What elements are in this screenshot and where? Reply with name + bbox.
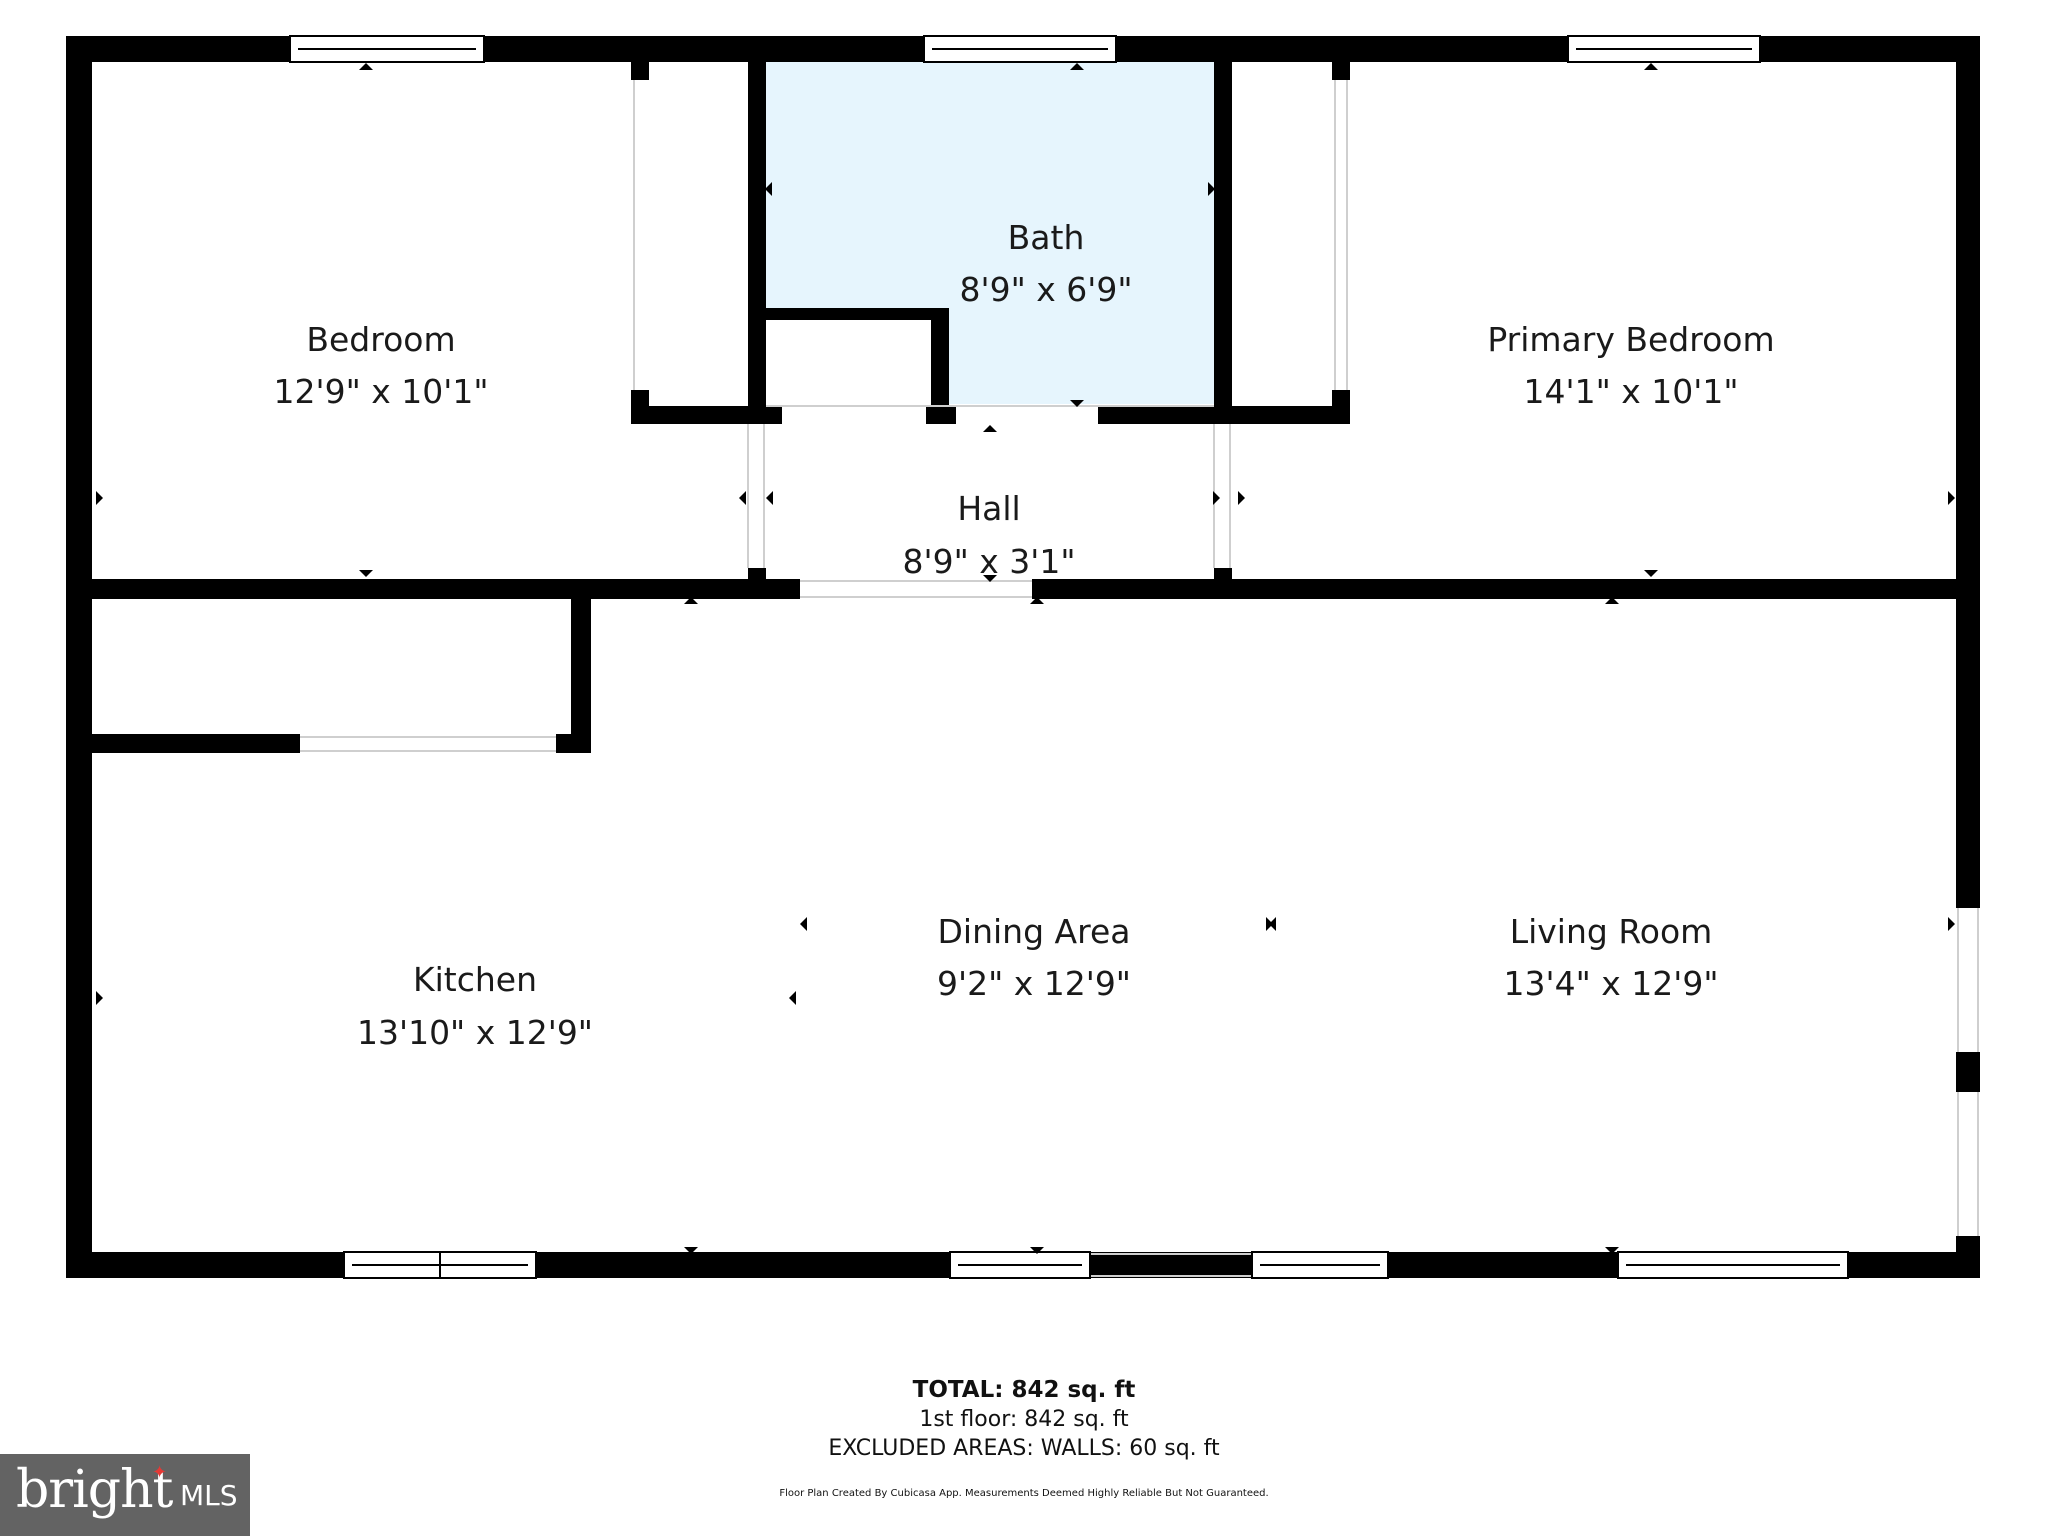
marker bbox=[1948, 491, 1955, 505]
outer-wall-left bbox=[66, 36, 92, 1278]
room-name-hall: Hall bbox=[957, 489, 1021, 528]
marker bbox=[1948, 917, 1955, 931]
marker bbox=[1644, 570, 1658, 577]
dimension-markers bbox=[96, 63, 1955, 1254]
mid-wall-left bbox=[66, 579, 800, 599]
room-name-living-room: Living Room bbox=[1509, 912, 1713, 951]
window-kitchen-bottom bbox=[343, 1251, 537, 1279]
room-dim-bath: 8'9" x 6'9" bbox=[959, 270, 1133, 309]
room-name-bath: Bath bbox=[1007, 218, 1085, 257]
room-name-primary-bedroom: Primary Bedroom bbox=[1487, 320, 1775, 359]
marker bbox=[1644, 63, 1658, 70]
bedroom-closet-post-top bbox=[631, 58, 649, 80]
pantry-wall-bottom-right bbox=[556, 734, 591, 753]
outer-wall-right-mid bbox=[1956, 1052, 1980, 1092]
bath-wall-left bbox=[748, 58, 766, 424]
marker bbox=[1030, 1247, 1044, 1254]
hall-post-left bbox=[748, 568, 766, 599]
excluded-area: EXCLUDED AREAS: WALLS: 60 sq. ft bbox=[828, 1436, 1220, 1461]
marker bbox=[1030, 597, 1044, 604]
bath-bottom-left bbox=[748, 406, 782, 424]
window-dining-bottom bbox=[949, 1251, 1091, 1279]
window-primary-top bbox=[1567, 35, 1761, 63]
marker bbox=[983, 425, 997, 432]
bath-closet-top bbox=[766, 308, 949, 320]
room-dim-kitchen: 13'10" x 12'9" bbox=[357, 1013, 593, 1052]
bath-closet-right bbox=[931, 308, 949, 424]
logo-suffix: MLS bbox=[180, 1479, 238, 1512]
pantry-wall-bottom-left bbox=[66, 734, 300, 753]
marker bbox=[684, 1247, 698, 1254]
marker bbox=[789, 991, 796, 1005]
total-area: TOTAL: 842 sq. ft bbox=[912, 1377, 1136, 1403]
marker bbox=[765, 182, 772, 196]
marker bbox=[684, 597, 698, 604]
room-dim-living-room: 13'4" x 12'9" bbox=[1503, 964, 1719, 1003]
marker bbox=[766, 491, 773, 505]
marker bbox=[359, 570, 373, 577]
marker bbox=[739, 491, 746, 505]
floor-area: 1st floor: 842 sq. ft bbox=[919, 1407, 1129, 1432]
marker bbox=[983, 575, 997, 582]
pantry-wall-right bbox=[571, 599, 591, 753]
marker bbox=[1070, 63, 1084, 70]
disclaimer-note: Floor Plan Created By Cubicasa App. Meas… bbox=[779, 1488, 1269, 1499]
primary-closet-wall bbox=[1214, 406, 1350, 424]
bath-closet-cutout bbox=[766, 318, 931, 404]
hall-post-right bbox=[1214, 568, 1232, 599]
outer-wall-right-lower bbox=[1956, 1236, 1980, 1278]
room-dim-hall: 8'9" x 3'1" bbox=[902, 542, 1076, 581]
bedroom-closet-wall bbox=[631, 406, 781, 424]
marker bbox=[800, 917, 807, 931]
bright-mls-logo: bright ✦ MLS bbox=[0, 1454, 250, 1536]
room-dim-dining-area: 9'2" x 12'9" bbox=[937, 964, 1131, 1003]
marker bbox=[359, 63, 373, 70]
marker bbox=[96, 491, 103, 505]
window-living-bottom-2 bbox=[1617, 1251, 1849, 1279]
marker bbox=[1269, 917, 1276, 931]
marker bbox=[1605, 597, 1619, 604]
primary-closet-post-bottom bbox=[1332, 390, 1350, 424]
window-living-bottom-1 bbox=[1251, 1251, 1389, 1279]
door-openings bbox=[300, 80, 1979, 1277]
logo-spark-icon: ✦ bbox=[152, 1462, 168, 1483]
bath-wall-right bbox=[1214, 58, 1232, 424]
marker bbox=[1208, 182, 1215, 196]
mid-wall-right bbox=[1032, 579, 1956, 599]
room-name-kitchen: Kitchen bbox=[412, 960, 538, 999]
marker bbox=[1238, 491, 1245, 505]
logo-word: bright bbox=[16, 1460, 173, 1520]
marker bbox=[1213, 491, 1220, 505]
marker bbox=[1605, 1247, 1619, 1254]
room-dim-bedroom: 12'9" x 10'1" bbox=[273, 372, 489, 411]
bath-bottom-mid bbox=[926, 406, 956, 424]
window-bedroom-top bbox=[289, 35, 485, 63]
bath-bottom-right bbox=[1098, 406, 1232, 424]
windows bbox=[289, 35, 1849, 1279]
primary-closet-post-top bbox=[1332, 58, 1350, 80]
marker bbox=[96, 991, 103, 1005]
room-dim-primary-bedroom: 14'1" x 10'1" bbox=[1523, 372, 1739, 411]
room-name-bedroom: Bedroom bbox=[306, 320, 456, 359]
window-bath-top bbox=[923, 35, 1117, 63]
room-name-dining-area: Dining Area bbox=[937, 912, 1131, 951]
outer-wall-right-upper bbox=[1956, 36, 1980, 908]
marker bbox=[1070, 400, 1084, 407]
